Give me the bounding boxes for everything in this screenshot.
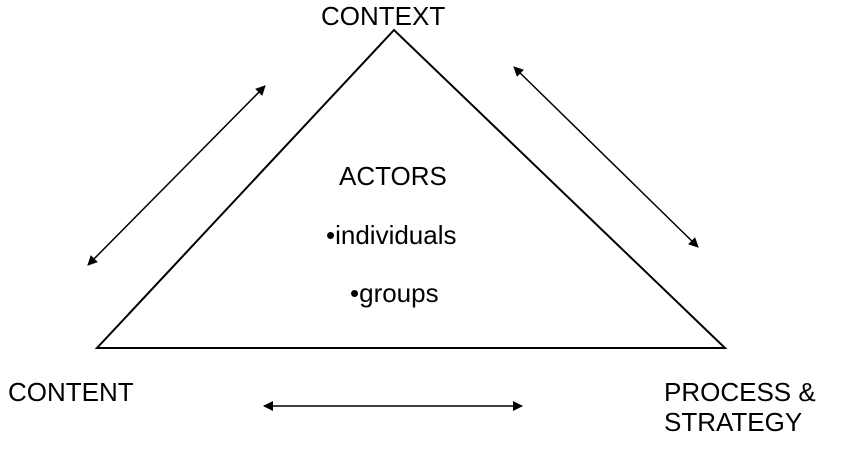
- node-context-label: CONTEXT: [321, 1, 446, 31]
- node-process-strategy-label: PROCESS & STRATEGY: [664, 377, 816, 438]
- actors-title: ACTORS: [339, 161, 447, 191]
- actors-item-groups: •groups: [350, 278, 439, 308]
- arrow-context-process: [513, 66, 699, 248]
- actors-item-individuals: •individuals: [326, 220, 457, 250]
- node-process-line2: STRATEGY: [664, 406, 803, 437]
- node-process-line1: PROCESS &: [664, 377, 816, 407]
- arrow-context-content: [87, 85, 266, 266]
- node-content-label: CONTENT: [8, 377, 134, 407]
